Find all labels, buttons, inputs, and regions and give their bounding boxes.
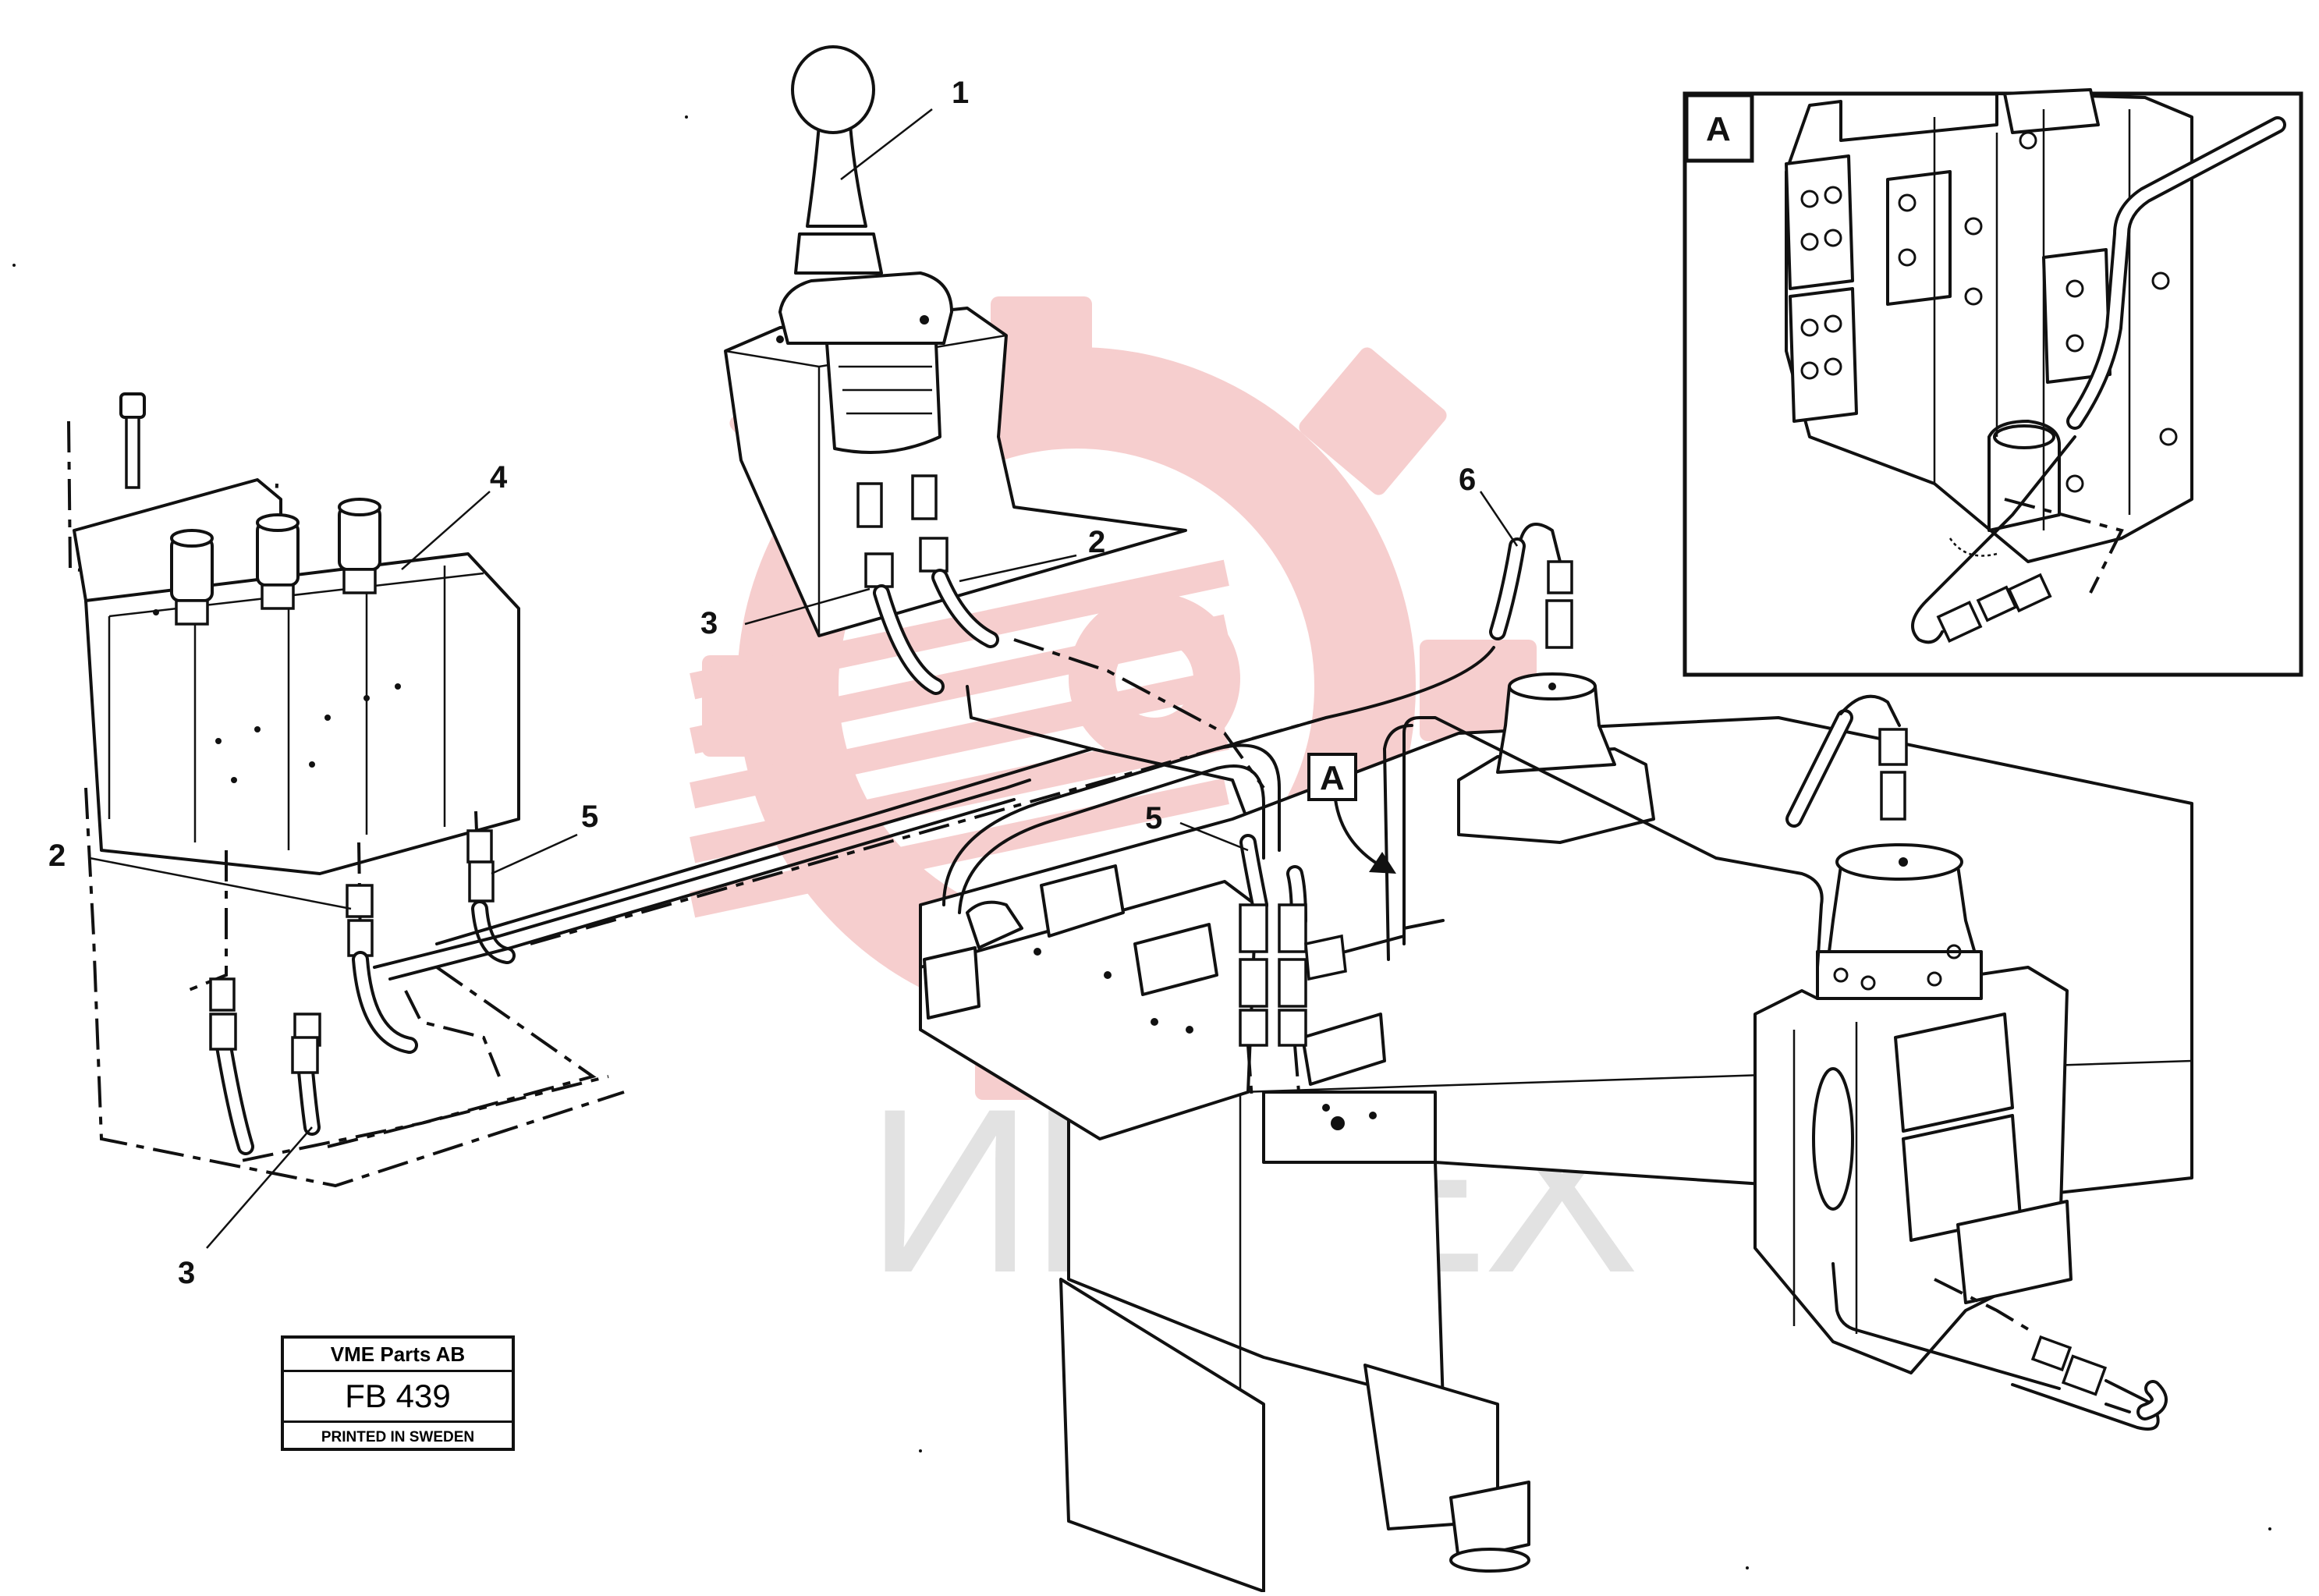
detail-hose (1911, 116, 2286, 644)
left-hoses (186, 716, 1327, 1164)
callout-6: 6 (1459, 463, 1476, 497)
joystick-lever (724, 45, 1265, 844)
detail-view-label: A (1706, 110, 1731, 148)
callout-3-top: 3 (700, 606, 718, 640)
title-stamp: VME Parts AB FB 439 PRINTED IN SWEDEN (281, 1335, 515, 1451)
right-top-hose (1785, 694, 1908, 828)
control-valve-block (67, 392, 625, 1188)
callout-5-center: 5 (1145, 801, 1162, 835)
callout-1: 1 (952, 76, 969, 110)
view-marker-a: A (1307, 753, 1396, 874)
callout-5-left: 5 (581, 800, 598, 834)
mounting-bolt (119, 392, 146, 489)
solenoid-caps (170, 498, 381, 626)
callout-2-top: 2 (1088, 525, 1105, 559)
callout-2-left: 2 (48, 839, 66, 873)
callout-4: 4 (490, 460, 508, 495)
stamp-code: FB 439 (284, 1372, 512, 1423)
middle-solenoid (1215, 523, 1824, 969)
scan-dots (12, 115, 2271, 1569)
view-marker-label: A (1320, 759, 1345, 797)
detail-view-a: A (1683, 88, 2303, 677)
right-valve-assembly (1753, 843, 2168, 1431)
callout-3-left: 3 (178, 1256, 195, 1290)
stamp-printed: PRINTED IN SWEDEN (321, 1429, 475, 1445)
detail-valve-stack (1785, 88, 2193, 563)
leader-lines (89, 108, 1519, 1249)
stamp-company: VME Parts AB (284, 1339, 512, 1372)
center-hoses (942, 743, 1445, 1101)
